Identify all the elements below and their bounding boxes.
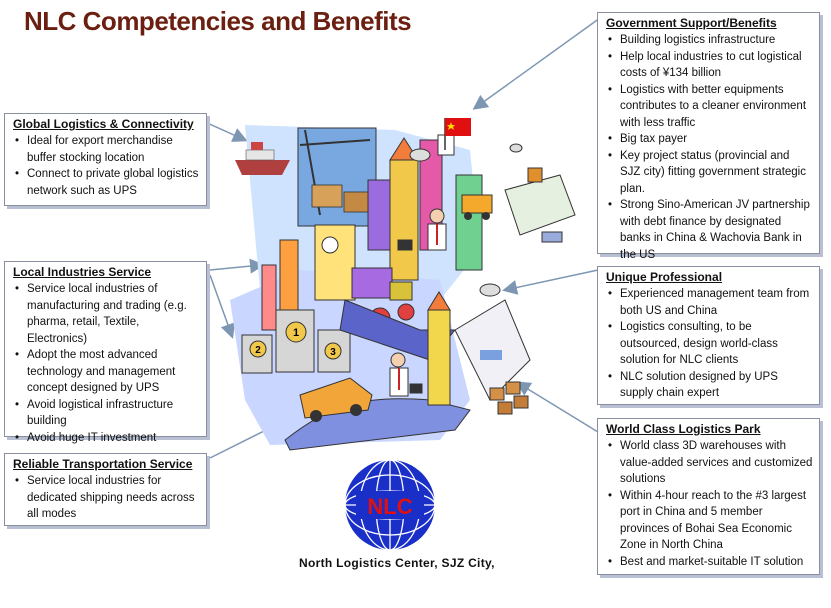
box-heading: Global Logistics & Connectivity (13, 117, 194, 131)
port-crane (297, 127, 377, 227)
orange-car (299, 377, 373, 422)
arrow-government (472, 17, 601, 110)
factory-buildings: 2 1 3 (241, 239, 351, 374)
box-global-logistics: Global Logistics & Connectivity Ideal fo… (4, 113, 207, 206)
nlc-logo: NLC (344, 459, 436, 551)
list-item: Within 4-hour reach to the #3 largest po… (608, 488, 813, 554)
box-heading: Government Support/Benefits (606, 16, 777, 30)
arrow-global (204, 121, 248, 142)
china-flag (444, 118, 471, 150)
list-item: World class 3D warehouses with value-add… (608, 438, 813, 488)
box-unique-professional: Unique Professional Experienced manageme… (597, 266, 820, 405)
list-item: Strong Sino-American JV partnership with… (608, 197, 813, 263)
arrow-local-2 (209, 274, 235, 339)
location-caption: North Logistics Center, SJZ City, (299, 556, 495, 570)
list-item: Help local industries to cut logistical … (608, 49, 813, 82)
arrow-professional (502, 269, 599, 295)
arrow-park (515, 381, 599, 433)
list-item: Key project status (provincial and SJZ c… (608, 148, 813, 198)
page-title: NLC Competencies and Benefits (24, 6, 412, 36)
list-item: Best and market-suitable IT solution (608, 554, 813, 571)
yellow-truck (461, 194, 493, 220)
list-item: Avoid huge IT investment (15, 430, 200, 447)
list-item: Logistics consulting, to be outsourced, … (608, 319, 813, 369)
list-item: Building logistics infrastructure (608, 32, 813, 49)
logo-text: NLC (367, 494, 412, 519)
box-heading: World Class Logistics Park (606, 422, 761, 436)
warehouse-boxes (454, 299, 531, 415)
connector-arrows (204, 17, 601, 459)
building-label-3: 3 (330, 347, 336, 358)
list-item: Logistics with better equipments contrib… (608, 82, 813, 132)
list-item: NLC solution designed by UPS supply chai… (608, 369, 813, 402)
list-item: Avoid logistical infrastructure building (15, 397, 200, 430)
building-label-2: 2 (255, 345, 261, 356)
box-heading: Unique Professional (606, 270, 723, 284)
arrow-local-1 (209, 258, 265, 274)
list-item: Experienced management team from both US… (608, 286, 813, 319)
list-item: Adopt the most advanced technology and m… (15, 347, 200, 397)
box-heading: Local Industries Service (13, 265, 152, 279)
satellite-dishes (409, 143, 523, 297)
box-government-support: Government Support/Benefits Building log… (597, 12, 820, 261)
yellow-tower (427, 291, 451, 406)
businessman-figures (389, 208, 447, 397)
list-item: Big tax payer (608, 131, 813, 148)
box-world-class-logistics-park: World Class Logistics Park World class 3… (597, 418, 820, 575)
list-item: Ideal for export merchandise buffer stoc… (15, 133, 200, 166)
warehouse-right (504, 167, 576, 243)
tower-buildings (314, 134, 483, 301)
box-reliable-transportation: Reliable Transportation Service Service … (4, 453, 207, 526)
building-label-1: 1 (293, 327, 299, 339)
box-heading: Reliable Transportation Service (13, 457, 193, 471)
list-item: Service local industries of manufacturin… (15, 281, 200, 347)
cargo-ship (235, 142, 290, 175)
list-item: Service local industries for dedicated s… (15, 473, 200, 523)
box-local-industries: Local Industries Service Service local i… (4, 261, 207, 446)
list-item: Connect to private global logistics netw… (15, 166, 200, 199)
